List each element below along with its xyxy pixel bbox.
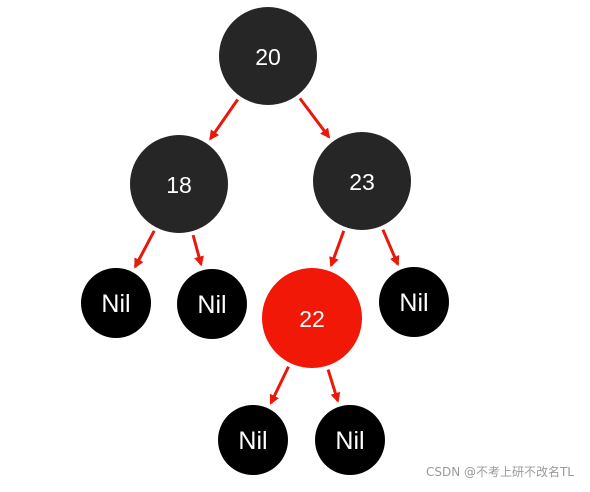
tree-node-nil-23-right: Nil [379, 267, 449, 337]
nil-leaf-circle [315, 405, 385, 475]
edge-n18-to-nil-18-left [133, 230, 156, 269]
nil-leaf-circle [177, 269, 247, 339]
node-label: 23 [349, 169, 375, 195]
tree-node-n22: 22 [262, 268, 362, 368]
edge-n23-to-n22 [329, 230, 346, 268]
tree-node-n20: 20 [219, 7, 317, 105]
node-label: Nil [101, 290, 130, 318]
edge-n18-to-nil-18-right [191, 234, 204, 267]
node-label: Nil [197, 291, 226, 319]
nil-leaf-circle [218, 405, 288, 475]
edge-n22-to-nil-22-left [269, 365, 290, 405]
red-node-circle [262, 268, 362, 368]
tree-node-nil-18-right: Nil [177, 269, 247, 339]
node-label: Nil [399, 289, 428, 317]
node-label: 22 [299, 306, 325, 332]
edge-n20-to-n23 [298, 97, 331, 139]
node-label: Nil [335, 427, 364, 455]
edge-n20-to-n18 [209, 98, 239, 141]
edge-n23-to-nil-23-right [381, 229, 400, 267]
tree-node-nil-18-left: Nil [81, 268, 151, 338]
tree-node-n18: 18 [130, 135, 228, 233]
edge-n22-to-nil-22-right [326, 369, 341, 403]
black-node-circle [130, 135, 228, 233]
tree-node-nil-22-right: Nil [315, 405, 385, 475]
node-label: 20 [255, 44, 281, 70]
node-label: Nil [238, 427, 267, 455]
tree-node-n23: 23 [313, 132, 411, 230]
node-label: 18 [166, 172, 192, 198]
black-node-circle [219, 7, 317, 105]
tree-node-nil-22-left: Nil [218, 405, 288, 475]
watermark: CSDN @不考上研不改名TL [425, 465, 574, 479]
black-node-circle [313, 132, 411, 230]
nil-leaf-circle [81, 268, 151, 338]
nil-leaf-circle [379, 267, 449, 337]
edges [133, 97, 400, 405]
